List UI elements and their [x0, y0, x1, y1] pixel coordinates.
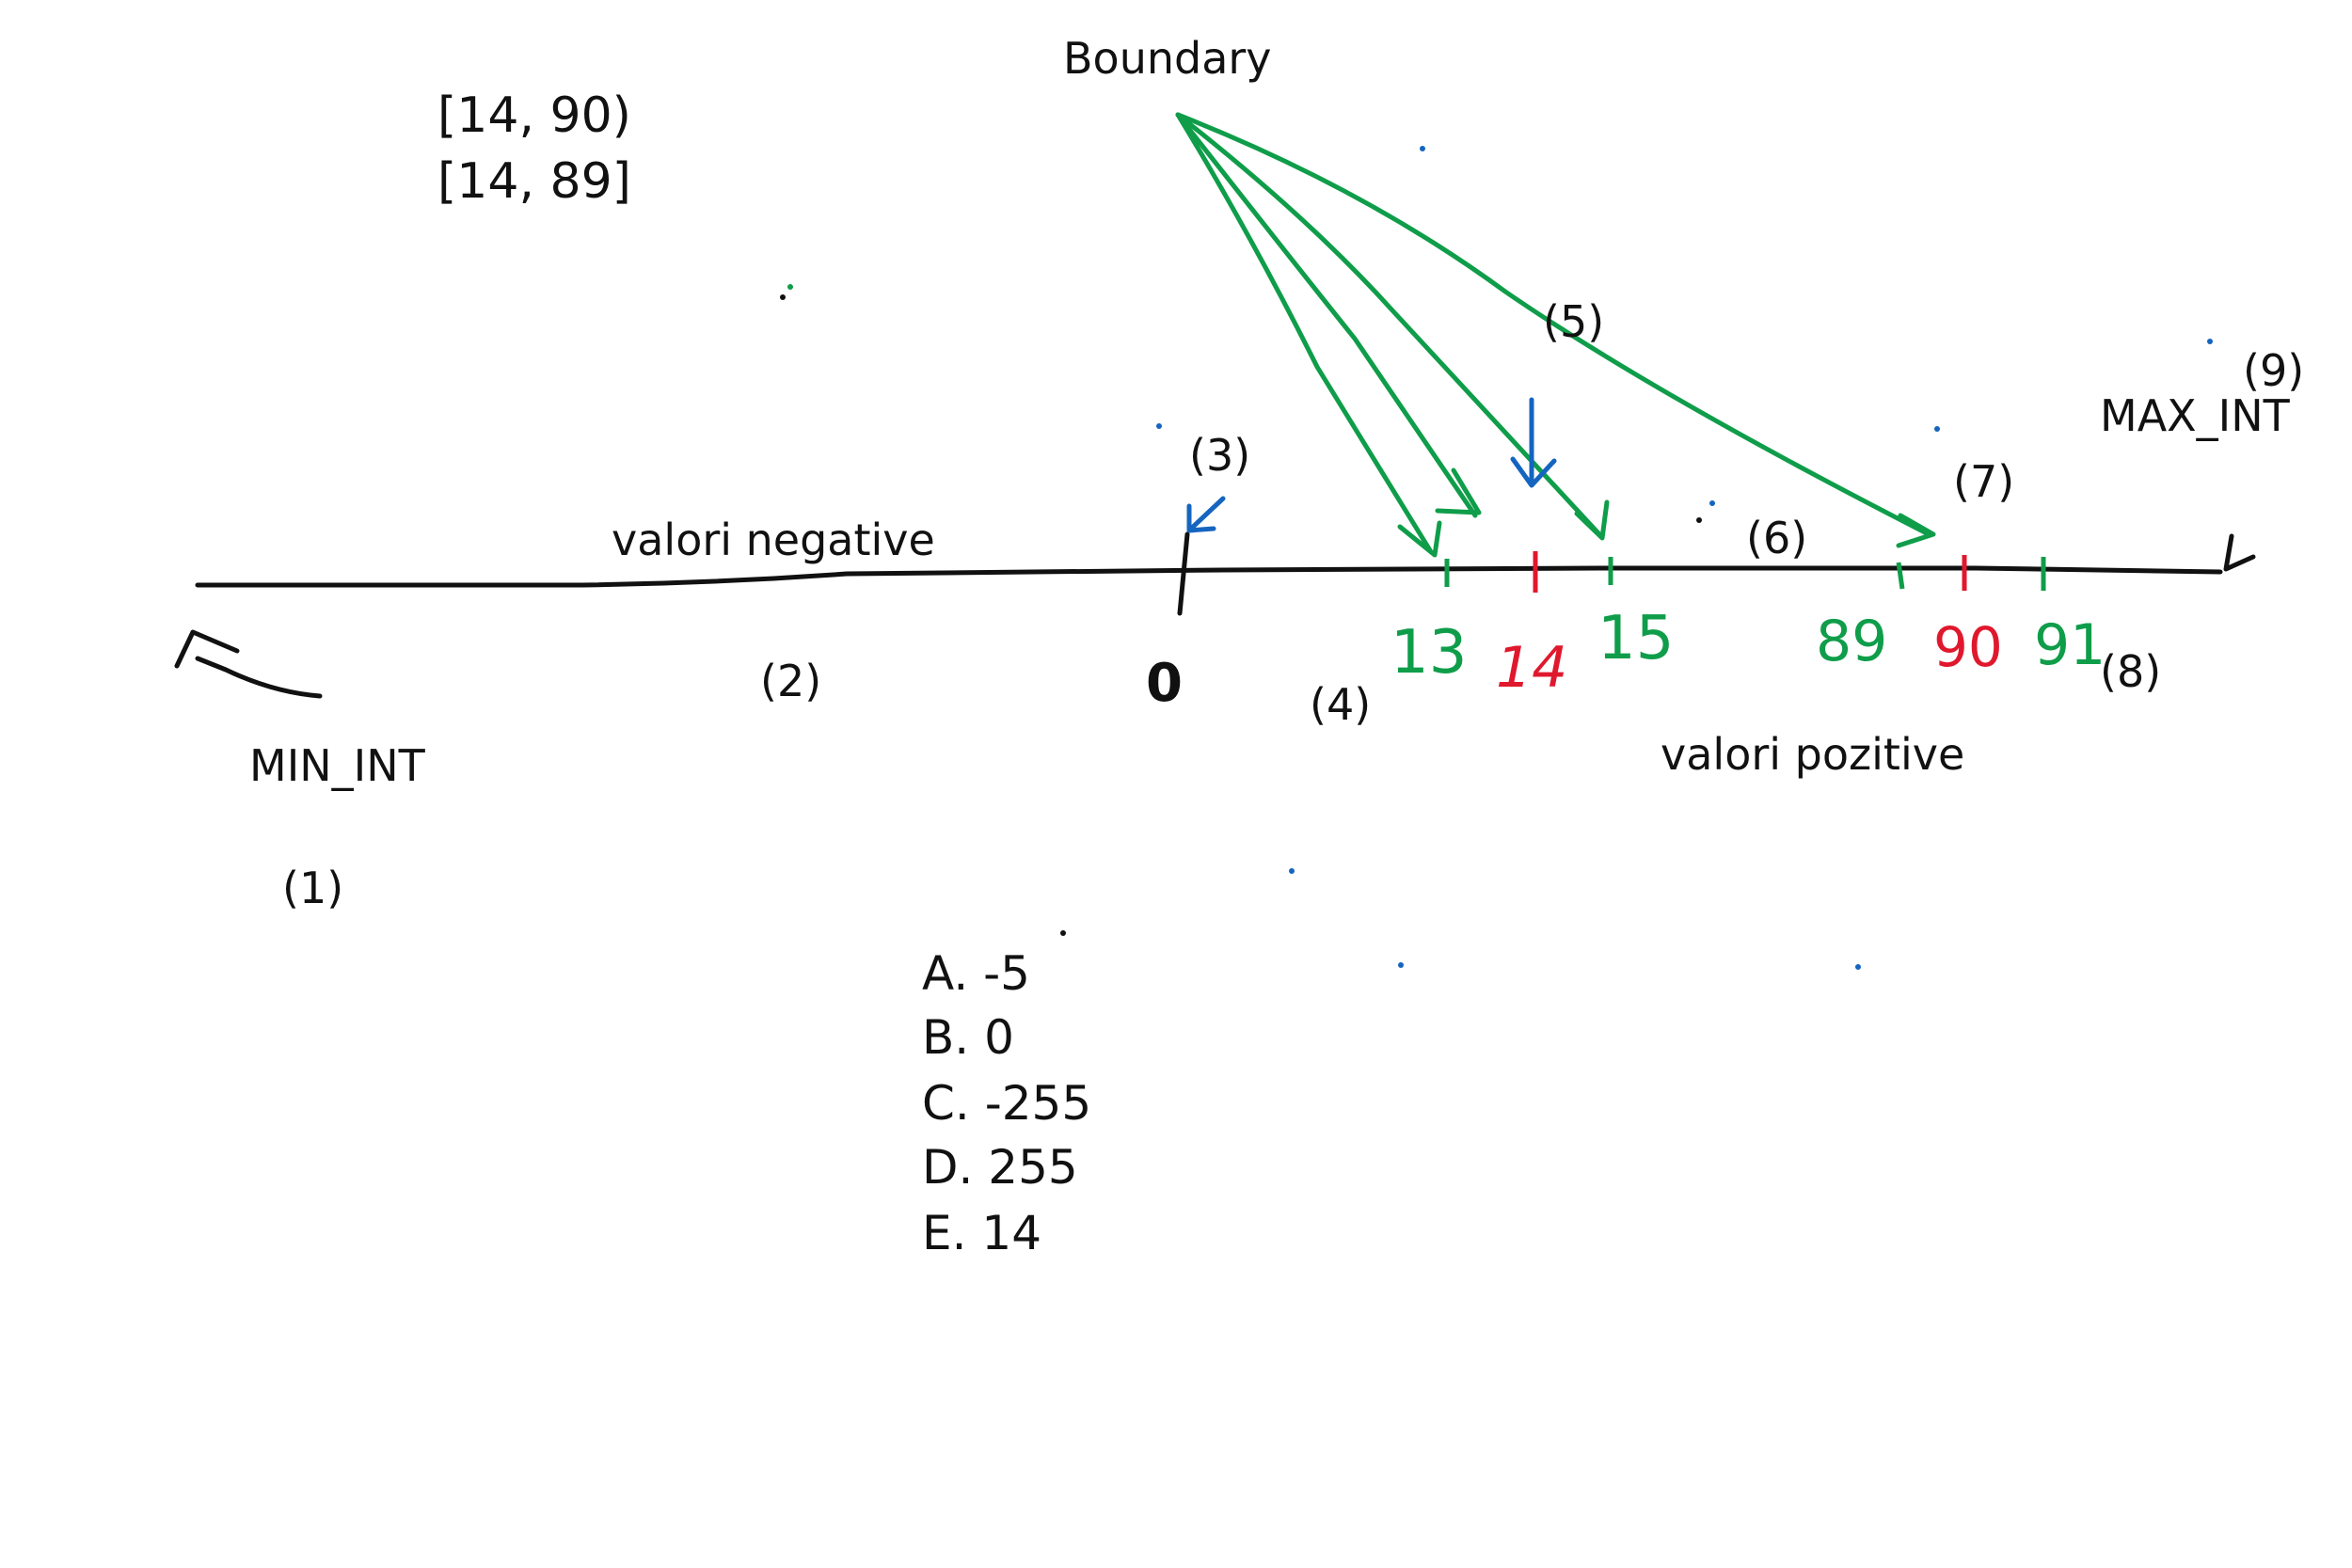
tick-mark-89: [1896, 562, 1905, 590]
arrow-to-15: [1175, 112, 1602, 537]
pointer-arrow-down-icon: [1510, 397, 1557, 488]
option-b: B. 0: [922, 1010, 1014, 1065]
stray-dot: [1855, 964, 1861, 970]
stray-dot: [1398, 962, 1404, 968]
stray-dot: [1696, 517, 1702, 523]
arrow-head-15: [1574, 499, 1610, 541]
stray-dot: [1060, 930, 1066, 936]
tick-label-15: 15: [1597, 604, 1674, 673]
tick-label-14: 14: [1496, 635, 1567, 701]
tick-label-89: 89: [1816, 609, 1887, 674]
region-marker-8: (8): [2100, 646, 2161, 697]
pointer-arrow-icon: [1186, 496, 1226, 533]
tick-label-91: 91: [2034, 612, 2106, 678]
arrow-head-14: [1435, 467, 1482, 515]
stray-dot: [1156, 423, 1162, 429]
interval-note-2: [14, 89]: [437, 153, 631, 210]
zero-label: 0: [1146, 653, 1183, 714]
stray-dot: [2207, 339, 2213, 344]
region-marker-9: (9): [2243, 345, 2304, 396]
tick-label-13: 13: [1391, 618, 1467, 688]
boundary-label: Boundary: [1063, 33, 1272, 84]
min-int-label: MIN_INT: [249, 740, 426, 791]
region-marker-4: (4): [1310, 679, 1371, 730]
max-arrow-icon: [2223, 533, 2256, 572]
tick-label-90: 90: [1933, 615, 2003, 679]
region-marker-3: (3): [1189, 430, 1250, 481]
negative-values-label: valori negative: [612, 515, 935, 565]
arrow-to-13: [1175, 112, 1433, 553]
stray-dot: [780, 294, 786, 300]
zero-tick: [1177, 531, 1190, 616]
region-marker-2: (2): [760, 656, 821, 706]
stray-dots: [780, 146, 2213, 970]
stray-dot: [1420, 146, 1425, 151]
option-c: C. -255: [922, 1076, 1091, 1131]
boundary-arrows: [1175, 112, 1936, 558]
arrow-to-14: [1175, 112, 1478, 518]
arrow-to-89: [1175, 112, 1931, 537]
max-int-label: MAX_INT: [2100, 390, 2291, 441]
arrow-head-89: [1896, 513, 1936, 548]
stray-dot: [1934, 426, 1940, 432]
arrow-head-13: [1397, 520, 1442, 558]
option-e: E. 14: [922, 1206, 1041, 1260]
number-line: [195, 565, 2223, 588]
interval-note-1: [14, 90): [437, 87, 631, 144]
region-marker-5: (5): [1543, 296, 1604, 347]
positive-values-label: valori pozitive: [1661, 729, 1964, 780]
stray-dot: [1709, 500, 1715, 506]
region-marker-6: (6): [1746, 513, 1807, 563]
option-d: D. 255: [922, 1140, 1078, 1195]
option-a: A. -5: [922, 946, 1030, 1001]
region-marker-7: (7): [1953, 456, 2014, 507]
min-arrow-icon: [174, 629, 323, 699]
stray-dot: [787, 284, 793, 290]
stray-dot: [1289, 868, 1295, 874]
region-marker-1: (1): [282, 863, 343, 913]
